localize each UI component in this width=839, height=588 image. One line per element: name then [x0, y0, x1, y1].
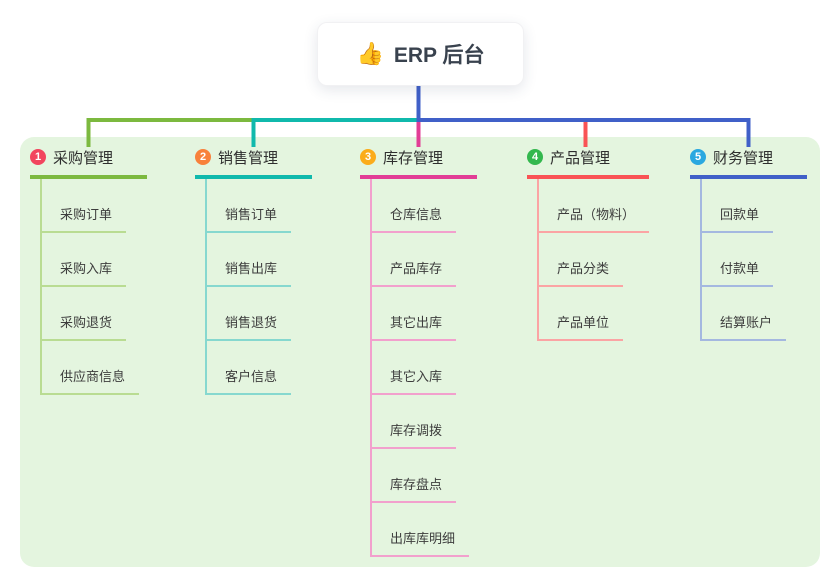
mindmap-branch: 5 财务管理回款单付款单结算账户 — [690, 146, 807, 341]
mindmap-child-node[interactable]: 销售订单 — [207, 179, 292, 233]
branch-connector-line — [251, 84, 421, 147]
branch-children: 回款单付款单结算账户 — [700, 179, 807, 341]
branch-children: 仓库信息产品库存其它出库其它入库库存调拨库存盘点出库库明细 — [370, 179, 477, 557]
branch-title-node[interactable]: 1 采购管理 — [30, 146, 147, 179]
mindmap-child-node[interactable]: 供应商信息 — [42, 341, 140, 395]
branch-title-label: 财务管理 — [713, 149, 774, 167]
mindmap-child-node[interactable]: 回款单 — [702, 179, 774, 233]
mindmap-child-node[interactable]: 库存调拨 — [372, 395, 457, 449]
mindmap-child-node[interactable]: 采购退货 — [42, 287, 127, 341]
branch-title-node[interactable]: 5 财务管理 — [690, 146, 807, 179]
mindmap-child-node[interactable]: 产品分类 — [539, 233, 624, 287]
mindmap-child-node[interactable]: 出库库明细 — [372, 503, 470, 557]
branch-title-node[interactable]: 4 产品管理 — [527, 146, 650, 179]
thumbs-up-icon: 👍 — [356, 41, 384, 66]
mindmap-child-node[interactable]: 仓库信息 — [372, 179, 457, 233]
mindmap-child-node[interactable]: 产品单位 — [539, 287, 624, 341]
mindmap-child-node[interactable]: 其它出库 — [372, 287, 457, 341]
mindmap-child-node[interactable]: 付款单 — [702, 233, 774, 287]
branch-children: 销售订单销售出库销售退货客户信息 — [205, 179, 312, 395]
mindmap-panel — [20, 137, 820, 567]
branch-children: 产品（物料）产品分类产品单位 — [537, 179, 650, 341]
mindmap-child-node[interactable]: 销售出库 — [207, 233, 292, 287]
branch-number-badge: 1 — [30, 149, 46, 165]
branch-number-badge: 4 — [527, 149, 543, 165]
mindmap-child-node[interactable]: 库存盘点 — [372, 449, 457, 503]
mindmap-child-node[interactable]: 结算账户 — [702, 287, 787, 341]
mindmap-child-node[interactable]: 产品（物料） — [539, 179, 650, 233]
branch-connector-line — [416, 84, 588, 147]
mindmap-child-node[interactable]: 其它入库 — [372, 341, 457, 395]
branch-title-label: 产品管理 — [550, 149, 611, 167]
branch-title-node[interactable]: 3 库存管理 — [360, 146, 477, 179]
branch-title-node[interactable]: 2 销售管理 — [195, 146, 312, 179]
mindmap-child-node[interactable]: 采购入库 — [42, 233, 127, 287]
branch-number-badge: 3 — [360, 149, 376, 165]
mindmap-branch: 4 产品管理产品（物料）产品分类产品单位 — [527, 146, 650, 341]
mindmap-child-node[interactable]: 销售退货 — [207, 287, 292, 341]
mindmap-branch: 2 销售管理销售订单销售出库销售退货客户信息 — [195, 146, 312, 395]
branch-title-label: 库存管理 — [383, 149, 444, 167]
mindmap-branch: 3 库存管理仓库信息产品库存其它出库其它入库库存调拨库存盘点出库库明细 — [360, 146, 477, 557]
branch-number-badge: 5 — [690, 149, 706, 165]
root-node[interactable]: 👍 ERP 后台 — [317, 22, 524, 86]
mindmap-branch: 1 采购管理采购订单采购入库采购退货供应商信息 — [30, 146, 147, 395]
mindmap-child-node[interactable]: 采购订单 — [42, 179, 127, 233]
branch-title-label: 销售管理 — [218, 149, 279, 167]
branch-number-badge: 2 — [195, 149, 211, 165]
branch-children: 采购订单采购入库采购退货供应商信息 — [40, 179, 147, 395]
mindmap-child-node[interactable]: 产品库存 — [372, 233, 457, 287]
mindmap-child-node[interactable]: 客户信息 — [207, 341, 292, 395]
branch-connector-line — [416, 84, 751, 147]
root-node-label: ERP 后台 — [393, 44, 485, 67]
branch-title-label: 采购管理 — [53, 149, 114, 167]
